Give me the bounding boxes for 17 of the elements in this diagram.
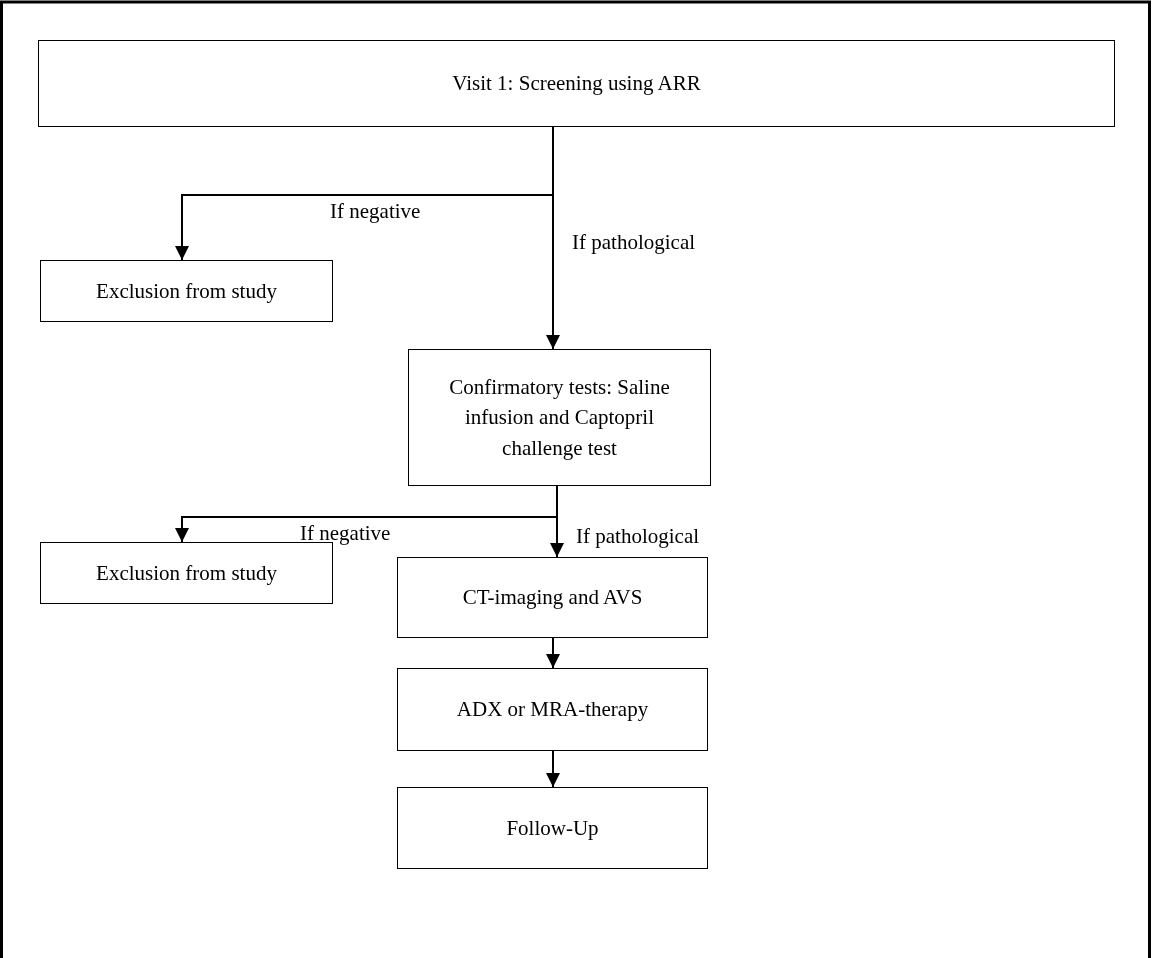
process-box: [397, 787, 708, 869]
box-text: Confirmatory tests: Saline infusion and Captopril challenge test: [448, 373, 671, 462]
box-text: ADX or MRA-therapy: [455, 696, 650, 724]
arrow: [546, 126, 560, 350]
box-text: Exclusion from study: [95, 277, 278, 305]
process-box: [40, 260, 333, 322]
process-box: [38, 40, 1115, 127]
box-text: CT-imaging and AVS: [461, 584, 644, 612]
box-text: Exclusion from study: [95, 559, 278, 587]
arrow: [546, 637, 560, 669]
process-box: [397, 668, 708, 751]
process-box: [397, 557, 708, 638]
arrow: [546, 750, 560, 788]
box-text: Follow-Up: [505, 814, 600, 842]
box-text: Visit 1: Screening using ARR: [451, 70, 702, 98]
arrow: [550, 485, 564, 558]
process-box: [408, 349, 711, 486]
